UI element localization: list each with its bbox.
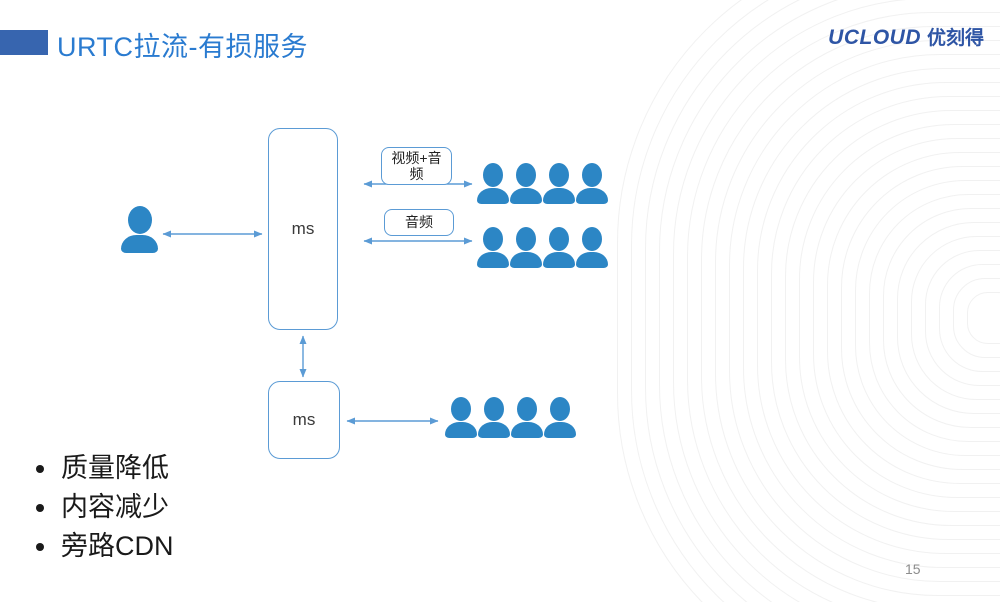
bullet-dot bbox=[36, 464, 44, 473]
user-icon-head bbox=[483, 163, 503, 187]
main-media-server-box: ms bbox=[268, 128, 338, 330]
user-icon-body bbox=[445, 422, 477, 438]
user-icon-body bbox=[477, 252, 509, 268]
user-icon-body bbox=[511, 422, 543, 438]
user-icon bbox=[576, 227, 608, 269]
user-icon-body bbox=[510, 188, 542, 204]
page-title: URTC拉流-有损服务 bbox=[57, 32, 308, 62]
bullet-item: 旁路CDN bbox=[36, 527, 174, 566]
user-icon-head bbox=[582, 227, 602, 251]
audience-group-audio bbox=[477, 227, 608, 269]
bullet-item: 质量降低 bbox=[36, 449, 174, 488]
main-media-server-label: ms bbox=[291, 219, 315, 238]
audience-group-video-audio bbox=[477, 163, 608, 205]
user-icon-head bbox=[127, 206, 152, 234]
user-icon-body bbox=[544, 422, 576, 438]
user-icon-body bbox=[478, 422, 510, 438]
user-icon-head bbox=[516, 163, 536, 187]
user-icon bbox=[576, 163, 608, 205]
stream-label-video-audio: 视频+音频 bbox=[381, 147, 452, 185]
ucloud-logo: UCLOUD 优刻得 bbox=[828, 23, 984, 50]
user-icon-body bbox=[121, 235, 158, 253]
stream-label-audio: 音频 bbox=[384, 209, 454, 236]
user-icon-body bbox=[477, 188, 509, 204]
user-icon bbox=[478, 397, 510, 439]
bullet-item: 内容减少 bbox=[36, 488, 174, 527]
publisher-user-icon bbox=[121, 206, 158, 254]
bullet-text: 旁路CDN bbox=[61, 531, 174, 561]
ucloud-logo-chinese: 优刻得 bbox=[926, 28, 984, 49]
user-icon-head bbox=[484, 397, 504, 421]
user-icon-head bbox=[582, 163, 602, 187]
user-icon bbox=[445, 397, 477, 439]
user-icon-body bbox=[576, 252, 608, 268]
user-icon-head bbox=[549, 227, 569, 251]
edge-media-server-box: ms bbox=[268, 381, 340, 459]
bullet-dot bbox=[36, 503, 44, 512]
bullet-text: 质量降低 bbox=[61, 453, 169, 483]
user-icon bbox=[543, 227, 575, 269]
user-icon-head bbox=[550, 397, 570, 421]
user-icon-head bbox=[483, 227, 503, 251]
title-accent-bar bbox=[0, 30, 48, 55]
edge-media-server-label: ms bbox=[292, 410, 316, 429]
user-icon-head bbox=[517, 397, 537, 421]
user-icon bbox=[544, 397, 576, 439]
bullet-list: 质量降低 内容减少 旁路CDN bbox=[36, 449, 174, 566]
user-icon-body bbox=[543, 252, 575, 268]
bullet-dot bbox=[36, 542, 44, 551]
user-icon bbox=[510, 163, 542, 205]
user-icon bbox=[510, 227, 542, 269]
user-icon-body bbox=[576, 188, 608, 204]
user-icon-head bbox=[549, 163, 569, 187]
page-number: 15 bbox=[905, 561, 921, 577]
audience-group-cdn bbox=[445, 397, 576, 439]
user-icon bbox=[477, 227, 509, 269]
user-icon bbox=[543, 163, 575, 205]
user-icon-head bbox=[516, 227, 536, 251]
bullet-text: 内容减少 bbox=[61, 492, 169, 522]
ucloud-logo-wordmark: UCLOUD bbox=[828, 26, 921, 49]
user-icon-body bbox=[510, 252, 542, 268]
user-icon-body bbox=[543, 188, 575, 204]
user-icon bbox=[477, 163, 509, 205]
user-icon-head bbox=[451, 397, 471, 421]
user-icon bbox=[511, 397, 543, 439]
